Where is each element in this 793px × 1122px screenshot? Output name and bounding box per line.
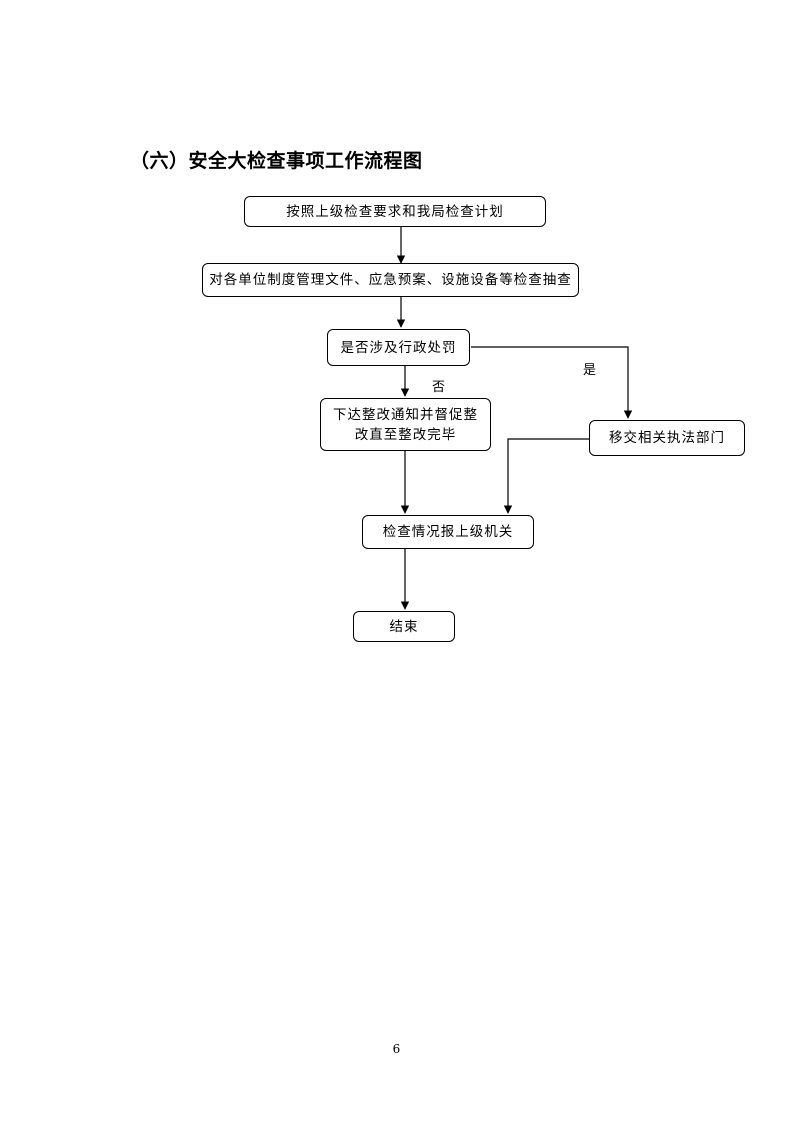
node-rectify-text-line2: 改直至整改完毕 <box>354 426 457 443</box>
node-plan: 按照上级检查要求和我局检查计划 <box>244 196 546 227</box>
node-inspect: 对各单位制度管理文件、应急预案、设施设备等检查抽查 <box>202 263 579 297</box>
node-rectify: 下达整改通知并督促整 改直至整改完毕 <box>320 398 491 451</box>
node-decision: 是否涉及行政处罚 <box>327 329 470 366</box>
node-report: 检查情况报上级机关 <box>362 515 534 549</box>
edge-label-yes: 是 <box>583 363 597 378</box>
node-transfer: 移交相关执法部门 <box>589 420 745 456</box>
node-end-text: 结束 <box>389 618 419 635</box>
node-end: 结束 <box>353 611 455 642</box>
node-report-text: 检查情况报上级机关 <box>382 524 514 540</box>
arrow-decision-to-transfer <box>471 346 633 419</box>
node-plan-text: 按照上级检查要求和我局检查计划 <box>286 203 504 220</box>
node-decision-text: 是否涉及行政处罚 <box>340 339 457 356</box>
arrow-transfer-to-report <box>503 438 589 514</box>
node-transfer-text: 移交相关执法部门 <box>609 430 725 446</box>
page-title: （六）安全大检查事项工作流程图 <box>130 150 423 172</box>
edge-label-no: 否 <box>432 380 446 395</box>
node-inspect-text: 对各单位制度管理文件、应急预案、设施设备等检查抽查 <box>209 272 572 288</box>
node-rectify-text-line1: 下达整改通知并督促整 <box>333 406 478 423</box>
page-number: 6 <box>392 1042 401 1056</box>
